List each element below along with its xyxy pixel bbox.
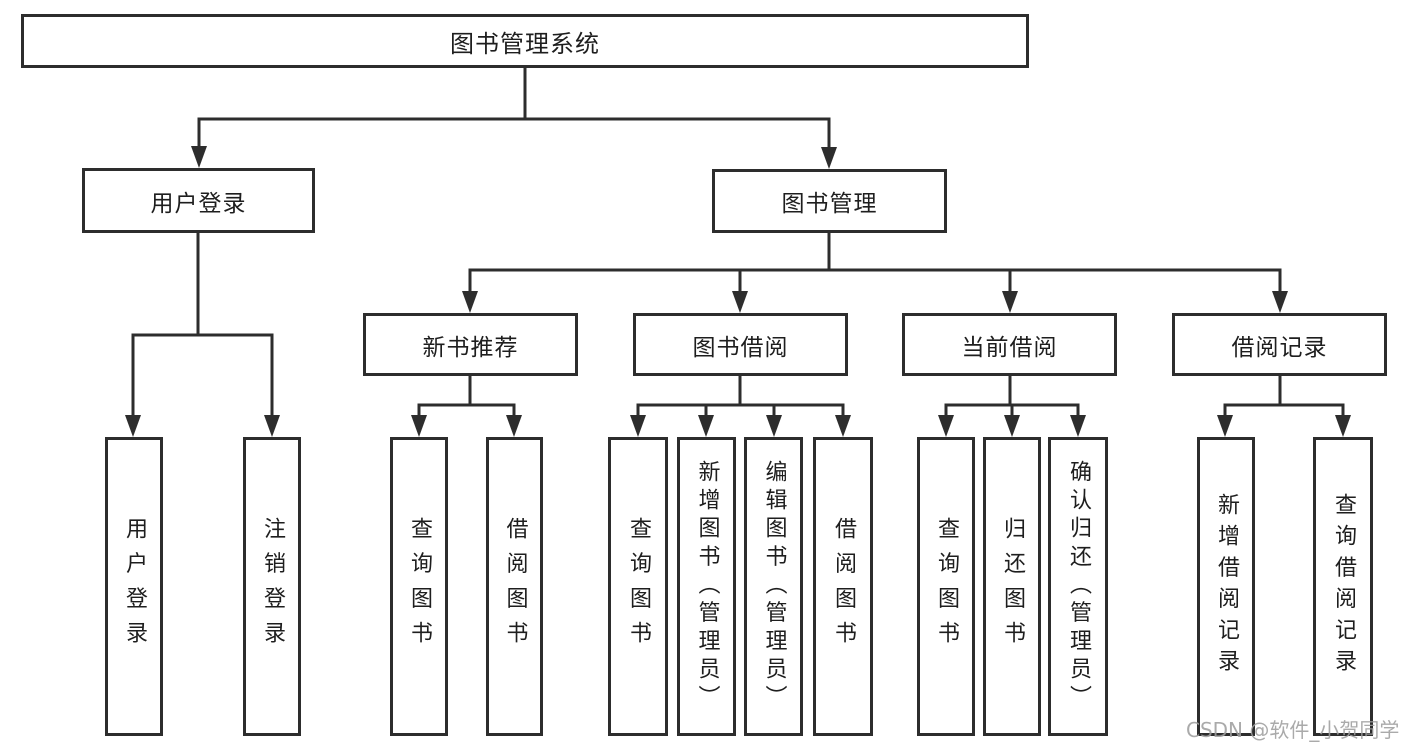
node-label: 用户登录 xyxy=(150,190,247,217)
leaf-label: 确认归还（管理员） xyxy=(1066,459,1091,714)
leaf-label: 查询图书 xyxy=(934,516,959,657)
leaf-query-books-current: 查询图书 xyxy=(917,437,975,736)
leaf-confirm-return-admin: 确认归还（管理员） xyxy=(1048,437,1108,736)
leaf-return-books: 归还图书 xyxy=(983,437,1041,736)
node-borrowing-records: 借阅记录 xyxy=(1172,313,1387,376)
leaf-query-books-borrowing: 查询图书 xyxy=(608,437,668,736)
leaf-query-books-recommend: 查询图书 xyxy=(390,437,448,736)
leaf-logout: 注销登录 xyxy=(243,437,301,736)
leaf-label: 注销登录 xyxy=(260,516,285,657)
leaf-label: 查询图书 xyxy=(626,516,651,657)
leaf-label: 新增图书（管理员） xyxy=(694,459,720,714)
leaf-edit-book-admin: 编辑图书（管理员） xyxy=(744,437,803,736)
leaf-label: 新增借阅记录 xyxy=(1214,492,1239,681)
node-label: 图书借阅 xyxy=(692,334,789,361)
node-label: 图书管理 xyxy=(781,191,878,217)
node-new-book-recommend: 新书推荐 xyxy=(363,313,578,376)
leaf-add-borrow-record: 新增借阅记录 xyxy=(1197,437,1255,736)
node-current-borrowing: 当前借阅 xyxy=(902,313,1117,376)
leaf-label: 编辑图书（管理员） xyxy=(761,459,787,714)
leaf-borrow-books-recommend: 借阅图书 xyxy=(486,437,543,736)
node-user-login-branch: 用户登录 xyxy=(82,168,315,233)
leaf-label: 查询图书 xyxy=(407,516,432,657)
node-label: 当前借阅 xyxy=(961,334,1058,361)
node-label: 借阅记录 xyxy=(1231,334,1328,361)
leaf-label: 归还图书 xyxy=(1000,516,1025,657)
watermark: CSDN @软件_小贺同学 xyxy=(1186,718,1400,742)
leaf-label: 查询借阅记录 xyxy=(1331,492,1356,681)
leaf-label: 用户登录 xyxy=(122,516,147,657)
leaf-borrow-books: 借阅图书 xyxy=(813,437,873,736)
leaf-label: 借阅图书 xyxy=(831,516,856,657)
leaf-user-login: 用户登录 xyxy=(105,437,163,736)
leaf-query-borrow-record: 查询借阅记录 xyxy=(1313,437,1373,736)
node-book-management: 图书管理 xyxy=(712,169,947,233)
node-book-borrowing: 图书借阅 xyxy=(633,313,848,376)
node-library-management-system: 图书管理系统 xyxy=(21,14,1029,68)
leaf-add-book-admin: 新增图书（管理员） xyxy=(677,437,736,736)
leaf-label: 借阅图书 xyxy=(502,516,528,657)
node-label: 新书推荐 xyxy=(422,334,519,361)
node-label: 图书管理系统 xyxy=(450,29,600,58)
